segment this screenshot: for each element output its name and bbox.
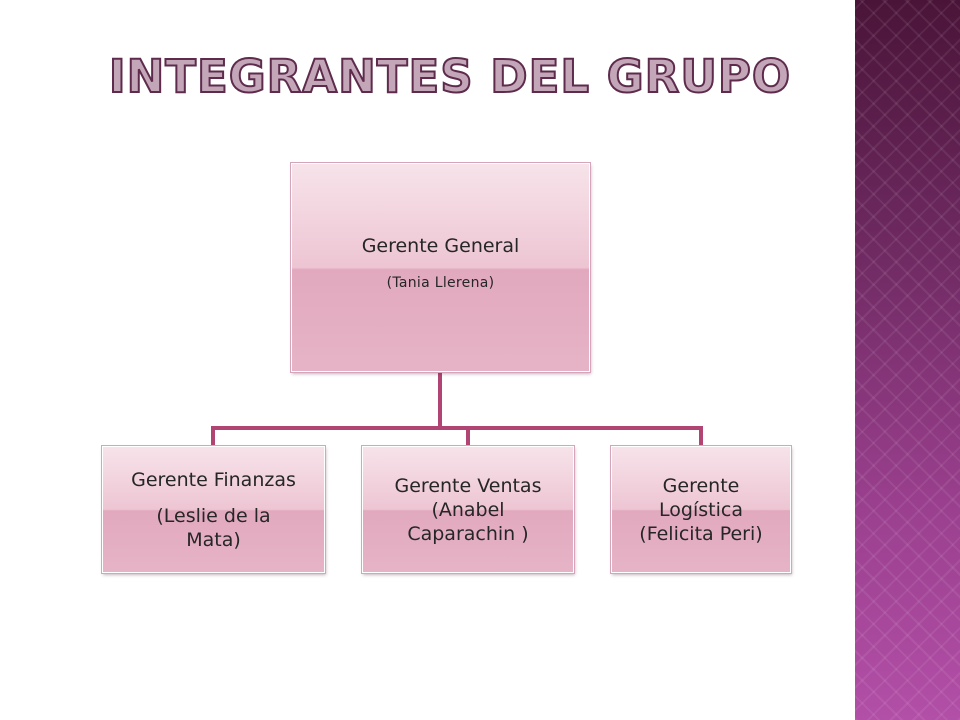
org-node-gerente-finanzas: Gerente Finanzas (Leslie de la Mata) — [102, 446, 325, 573]
org-node-gerente-ventas: Gerente Ventas (Anabel Caparachin ) — [362, 446, 574, 573]
slide-title: INTEGRANTES DEL GRUPO — [108, 49, 792, 104]
node-role: Gerente Ventas — [394, 474, 542, 497]
node-person: (Tania Llerena) — [386, 275, 495, 291]
node-role: Gerente General — [361, 235, 520, 257]
node-role: Gerente Finanzas — [131, 468, 296, 491]
node-person: (Leslie de la Mata) — [156, 504, 271, 551]
node-person: (Felicita Peri) — [639, 522, 763, 545]
decorative-side-panel — [855, 0, 960, 720]
org-node-gerente-general: Gerente General (Tania Llerena) — [291, 163, 590, 372]
org-node-gerente-logistica: Gerente Logística (Felicita Peri) — [611, 446, 791, 573]
node-person: (Anabel Caparachin ) — [407, 498, 529, 545]
node-role: Gerente Logística — [659, 474, 743, 521]
